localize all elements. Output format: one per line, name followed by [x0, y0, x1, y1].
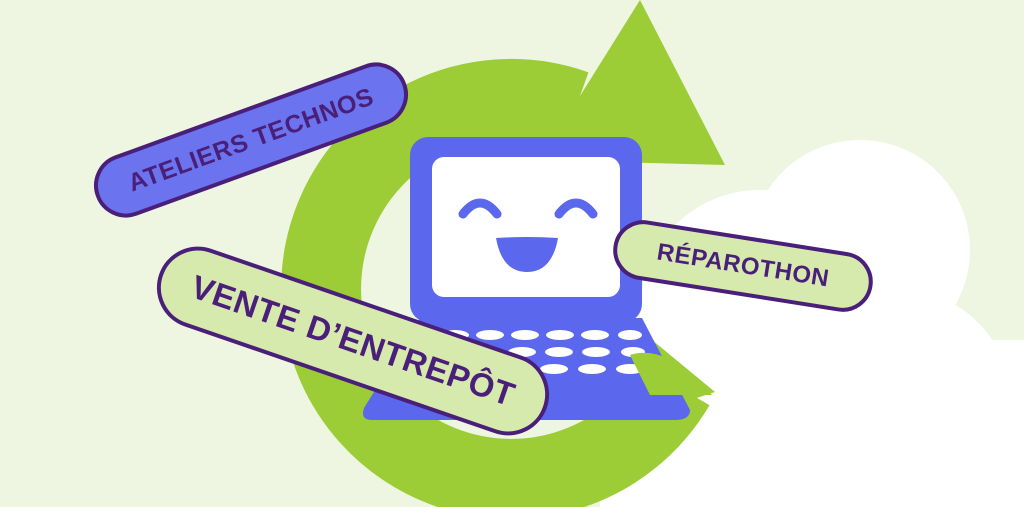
arrow-tip-overlap — [630, 352, 712, 395]
smile-mouth — [496, 237, 558, 272]
left-eye — [458, 198, 502, 219]
laptop-screen-face — [432, 157, 620, 297]
arrow-head — [540, 0, 725, 165]
right-eye — [554, 198, 598, 219]
reparothon-label: RÉPAROTHON — [655, 238, 832, 293]
